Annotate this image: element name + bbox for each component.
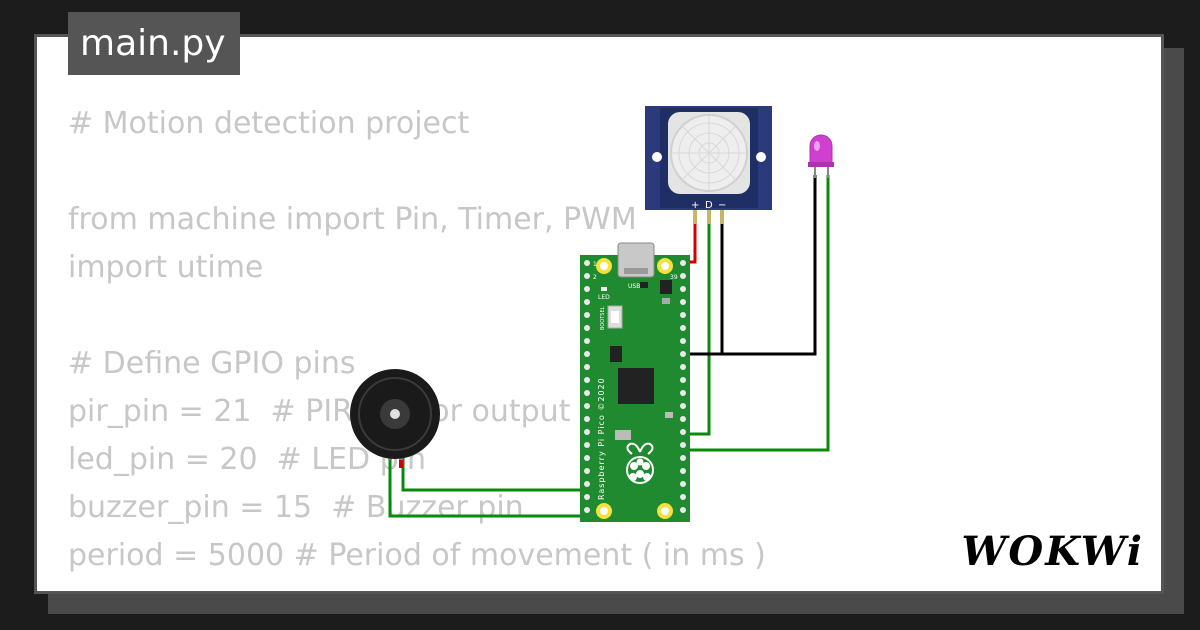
bootsel-label: BOOTSEL — [600, 306, 606, 330]
pin-label-1: 1 — [593, 261, 597, 268]
buzzer-hole — [390, 409, 400, 419]
wire-led-gnd[interactable] — [700, 175, 817, 356]
pin-label-2: 2 — [593, 274, 597, 281]
pir-pin-vcc-label: + — [691, 200, 699, 211]
buzzer-component[interactable] — [350, 369, 440, 460]
onboard-led — [601, 287, 607, 291]
rp2040-chip — [618, 368, 654, 404]
code-line: # Motion detection project — [68, 106, 470, 141]
pir-pin-data-label: D — [705, 200, 713, 211]
wire-buzzer-2[interactable] — [401, 458, 586, 492]
usb-label: USB — [628, 283, 640, 290]
pir-pin-gnd-label: − — [718, 200, 726, 211]
code-line: from machine import Pin, Timer, PWM — [68, 202, 637, 237]
code-line: import utime — [68, 250, 264, 285]
wire-buzzer-1[interactable] — [388, 458, 586, 518]
led-bulb — [809, 134, 833, 165]
right-pins — [680, 260, 686, 513]
wire-led-anode[interactable] — [680, 175, 830, 452]
code-editor[interactable]: # Motion detection project from machine … — [68, 100, 766, 580]
code-line: period = 5000 # Period of movement ( in … — [68, 538, 766, 573]
pin-label-39: 39 — [670, 274, 678, 281]
wires — [388, 175, 830, 518]
wokwi-logo: WOKWi — [961, 528, 1144, 575]
raspberry-pi-pico[interactable]: 1 2 39 LED USB BOOTSEL Raspberry Pi Pico… — [580, 242, 690, 522]
code-line: buzzer_pin = 15 # Buzzer pin — [68, 490, 524, 525]
raspberry-pi-logo-icon — [626, 442, 654, 484]
led-component[interactable] — [808, 134, 834, 178]
pir-motion-sensor[interactable]: + D − — [645, 106, 772, 224]
board-silkscreen: Raspberry Pi Pico ©2020 — [597, 377, 606, 500]
left-pins — [584, 260, 590, 513]
code-line: # Define GPIO pins — [68, 346, 356, 381]
file-tab[interactable]: main.py — [68, 12, 240, 75]
led-label: LED — [598, 294, 610, 301]
wire-pir-vcc[interactable] — [688, 220, 697, 264]
